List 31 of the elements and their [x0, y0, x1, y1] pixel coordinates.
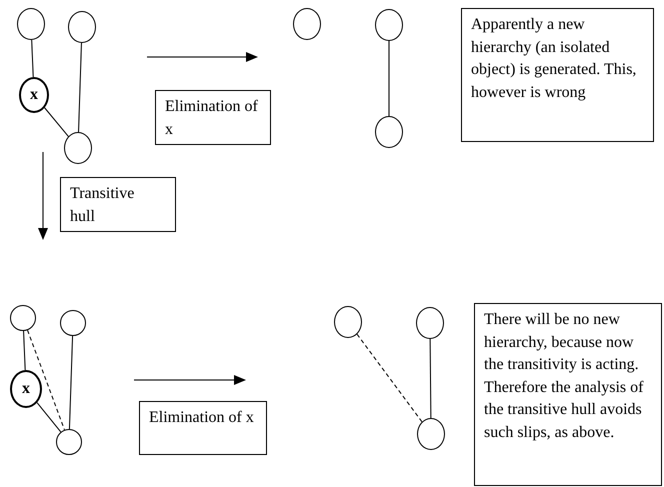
connector-line: [388, 40, 390, 116]
connector-line: [31, 39, 34, 78]
text-box: Elimination of x: [139, 401, 267, 455]
connector-line: [430, 338, 432, 418]
circle-node: [60, 310, 86, 336]
circle-node: [19, 77, 49, 113]
connector-line: [36, 402, 62, 432]
connector-line: [44, 107, 69, 137]
circle-node: [56, 429, 82, 455]
connector-line: [68, 336, 74, 430]
circle-node: [68, 11, 96, 43]
circle-node: [10, 305, 36, 331]
text-box: Transitive hull: [60, 177, 176, 232]
connector-line: [78, 42, 82, 132]
node-label: x: [22, 381, 30, 397]
connector-line: [23, 330, 26, 371]
dashed-connector: [27, 330, 65, 430]
dashed-connector: [356, 334, 422, 422]
circle-node: [375, 9, 403, 41]
circle-node: [10, 370, 42, 408]
circle-node: [293, 8, 321, 40]
circle-node: [64, 132, 92, 164]
circle-node: [17, 8, 45, 40]
text-box: There will be no new hierarchy, because now the transitivity is acting. Therefore the analysis of the transitive hull avoids such slips, as above.: [474, 303, 662, 486]
circle-node: [375, 116, 403, 148]
circle-node: [334, 306, 362, 338]
node-label: x: [30, 87, 38, 103]
text-box: Elimination of x: [155, 90, 271, 145]
text-box: Apparently a new hierarchy (an isolated object) is generated. This, however is wrong: [461, 8, 654, 142]
circle-node: [416, 307, 444, 339]
circle-node: [417, 418, 445, 450]
